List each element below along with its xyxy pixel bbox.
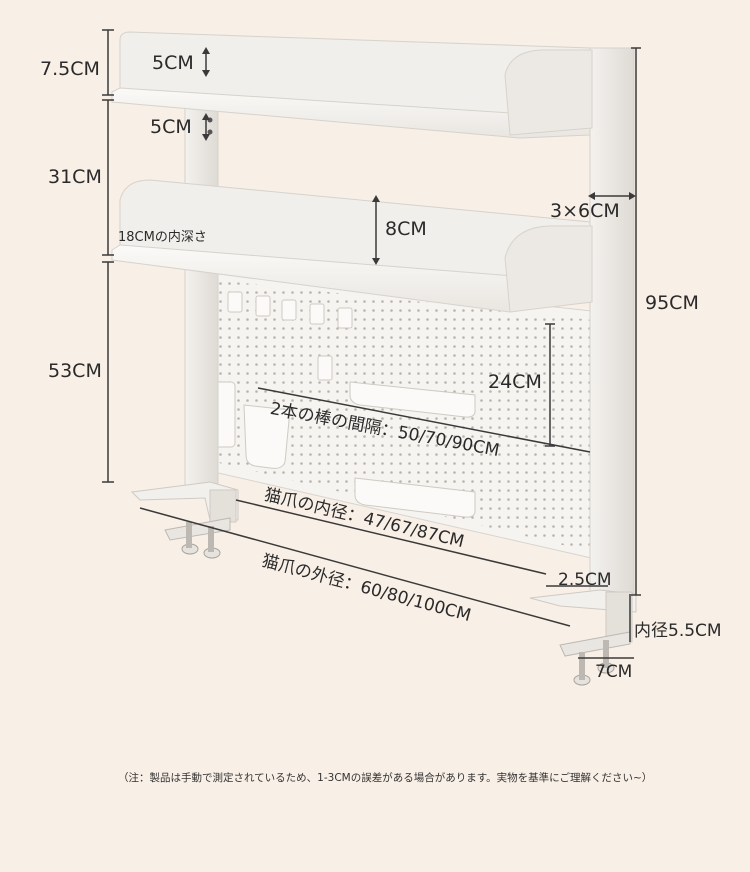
right-clamp — [529, 589, 637, 686]
middle-shelf — [111, 179, 593, 313]
dimension-lines — [102, 29, 641, 659]
left-clamp — [130, 481, 239, 559]
pegboard — [204, 267, 601, 561]
pegboard-hooks — [227, 291, 353, 381]
middle-section-height-label: 31CM — [48, 166, 102, 188]
top-shelf-lip-upper-label: 5CM — [152, 52, 194, 74]
clamp-thickness-label: 2.5CM — [558, 570, 612, 590]
clamp-inner-opening-label: 内径5.5CM — [634, 621, 722, 641]
total-height-label: 95CM — [645, 292, 699, 314]
right-post — [589, 47, 635, 594]
board-height-label: 24CM — [488, 371, 542, 393]
top-shelf-height-label: 7.5CM — [40, 58, 100, 80]
top-shelf-lip-lower-label: 5CM — [150, 116, 192, 138]
clamp-depth-label: 7CM — [595, 662, 633, 682]
left-post — [184, 107, 219, 499]
post-size-label: 3×6CM — [550, 200, 620, 222]
top-shelf — [111, 31, 593, 139]
measurement-note: （注：製品は手動で測定されているため、1-3CMの誤差がある場合があります。実物… — [118, 772, 653, 784]
arrow-tips — [202, 47, 636, 265]
shelf-inner-depth-label: 18CMの内深さ — [118, 230, 207, 245]
shelf-height-label: 8CM — [385, 218, 427, 240]
lower-section-height-label: 53CM — [48, 360, 102, 382]
